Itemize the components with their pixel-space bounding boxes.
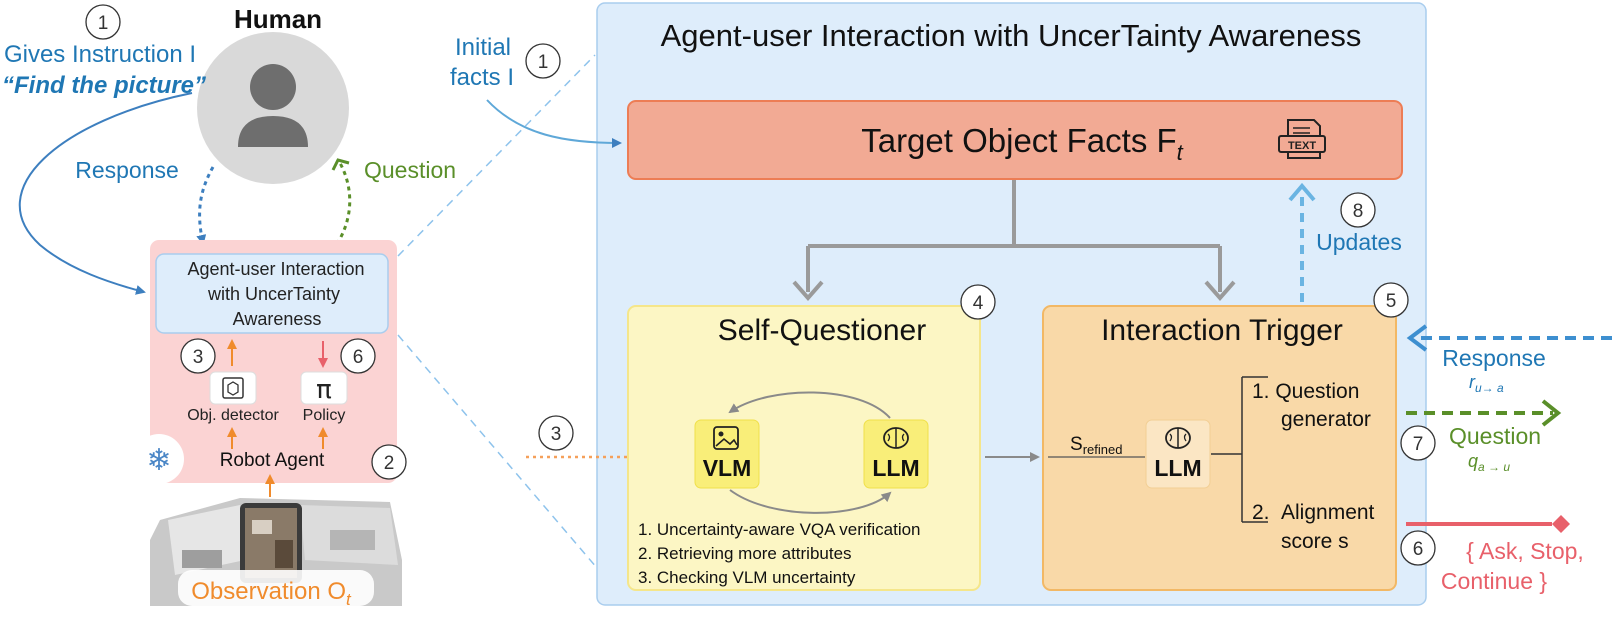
- svg-text:1: 1: [98, 13, 109, 34]
- step-badge-initial: 1: [525, 43, 561, 79]
- step-badge-instruction: 1: [85, 4, 121, 40]
- self-questioner-item-2: 2. Retrieving more attributes: [638, 544, 852, 563]
- svg-text:6: 6: [353, 347, 364, 368]
- facts-fork-lines: [806, 180, 1222, 292]
- trigger-option2-line1: Alignment: [1281, 501, 1375, 524]
- target-facts-label: Target Object Facts Ft: [861, 122, 1183, 165]
- object-detector-icon: [209, 371, 257, 405]
- step-badge-policy: 6: [340, 338, 376, 374]
- snowflake-icon: ❄: [134, 434, 184, 484]
- zoom-line-bottom: [397, 334, 598, 569]
- fork-arrow-left-icon: [792, 280, 824, 302]
- step-badge-agent: 2: [371, 444, 407, 480]
- svg-text:5: 5: [1386, 291, 1397, 312]
- auita-mini-line1: Agent-user Interaction: [187, 259, 364, 279]
- trigger-option2-line2: score s: [1281, 530, 1349, 553]
- robot-agent-label: Robot Agent: [220, 450, 325, 471]
- right-response-arrowhead-icon: [1406, 324, 1428, 352]
- step-badge-observation: 3: [538, 415, 574, 451]
- initial-facts-line1: Initial: [455, 34, 511, 61]
- step-badge-detector: 3: [180, 338, 216, 374]
- trigger-option2-num: 2.: [1252, 501, 1270, 524]
- right-question-label: Question: [1449, 423, 1541, 449]
- detector-label: Obj. detector: [187, 407, 279, 424]
- right-question-arrowhead-icon: [1541, 399, 1562, 427]
- decision-line1: { Ask, Stop,: [1466, 538, 1584, 564]
- llm-label: LLM: [872, 455, 919, 481]
- fork-arrow-right-icon: [1204, 280, 1236, 302]
- image-icon: [713, 426, 739, 450]
- trigger-llm-label: LLM: [1154, 455, 1201, 481]
- trigger-option1-line1: 1. Question: [1252, 380, 1359, 403]
- observation-label: Observation Ot: [191, 578, 352, 609]
- trigger-llm-box: [1145, 419, 1211, 489]
- step-badge-updates: 8: [1340, 192, 1376, 228]
- svg-text:3: 3: [193, 347, 204, 368]
- target-facts-box: [627, 100, 1403, 180]
- decision-line2: Continue }: [1441, 568, 1547, 594]
- step-badge-question: 7: [1400, 425, 1436, 461]
- right-question-sub: qa → u: [1468, 451, 1510, 474]
- self-questioner-panel: [627, 305, 981, 591]
- trigger-bracket: [1211, 376, 1268, 523]
- human-response-label: Response: [75, 157, 179, 183]
- auita-mini-box: [155, 253, 389, 334]
- decision-diamond-icon: [1552, 515, 1570, 533]
- observation-label-bg: [178, 570, 374, 606]
- svg-text:2: 2: [384, 453, 395, 474]
- s-refined-label: Srefined: [1070, 434, 1122, 457]
- llm-to-vlm-arrow: [728, 391, 891, 419]
- policy-label: Policy: [303, 407, 346, 424]
- policy-icon: [300, 371, 348, 405]
- llm-box: [863, 419, 929, 489]
- brain-icon: [883, 427, 909, 449]
- instruction-arrow: [18, 92, 193, 295]
- vlm-label: VLM: [703, 455, 752, 481]
- svg-text:4: 4: [973, 293, 984, 314]
- human-title: Human: [234, 4, 322, 34]
- trigger-brain-icon: [1165, 427, 1191, 449]
- updates-arrowhead-icon: [1288, 182, 1316, 202]
- svg-text:6: 6: [1413, 539, 1424, 560]
- text-document-icon: TEXT: [1278, 119, 1326, 159]
- human-response-arrow: [196, 166, 215, 245]
- svg-text:8: 8: [1353, 201, 1364, 222]
- main-panel-title: Agent-user Interaction with UncerTainty …: [661, 18, 1362, 53]
- vlm-box: [694, 419, 760, 489]
- trigger-option1-line2: generator: [1281, 408, 1371, 431]
- policy-symbol: π: [316, 375, 332, 405]
- self-questioner-title: Self-Questioner: [718, 314, 926, 347]
- step-badge-decision: 6: [1400, 530, 1436, 566]
- interaction-trigger-panel: [1042, 305, 1397, 591]
- human-avatar-icon: [197, 32, 349, 184]
- svg-text:3: 3: [551, 424, 562, 445]
- initial-facts-line2: facts I: [450, 64, 514, 91]
- self-questioner-item-3: 3. Checking VLM uncertainty: [638, 568, 856, 587]
- zoom-line-top: [397, 54, 596, 257]
- instruction-line2: “Find the picture”: [2, 72, 206, 99]
- step-badge-trigger: 5: [1373, 282, 1409, 318]
- updates-label: Updates: [1316, 229, 1402, 255]
- auita-mini-line3: Awareness: [233, 309, 322, 329]
- interaction-trigger-title: Interaction Trigger: [1101, 314, 1343, 347]
- auita-mini-line2: with UncerTainty: [207, 284, 340, 304]
- human-question-label: Question: [364, 157, 456, 183]
- svg-text:1: 1: [538, 52, 549, 73]
- svg-text:7: 7: [1413, 434, 1424, 455]
- self-questioner-item-1: 1. Uncertainty-aware VQA verification: [638, 520, 921, 539]
- right-response-sub: ru→ a: [1469, 372, 1504, 395]
- human-question-arrow: [335, 162, 352, 245]
- right-response-label: Response: [1442, 345, 1546, 371]
- step-badge-self-questioner: 4: [960, 284, 996, 320]
- svg-text:TEXT: TEXT: [1288, 140, 1316, 152]
- svg-text:❄: ❄: [146, 443, 171, 478]
- initial-facts-arrow: [486, 99, 622, 148]
- question-arrowhead-icon: [331, 158, 350, 171]
- instruction-line1: Gives Instruction I: [4, 41, 196, 68]
- vlm-to-llm-arrow: [729, 489, 892, 514]
